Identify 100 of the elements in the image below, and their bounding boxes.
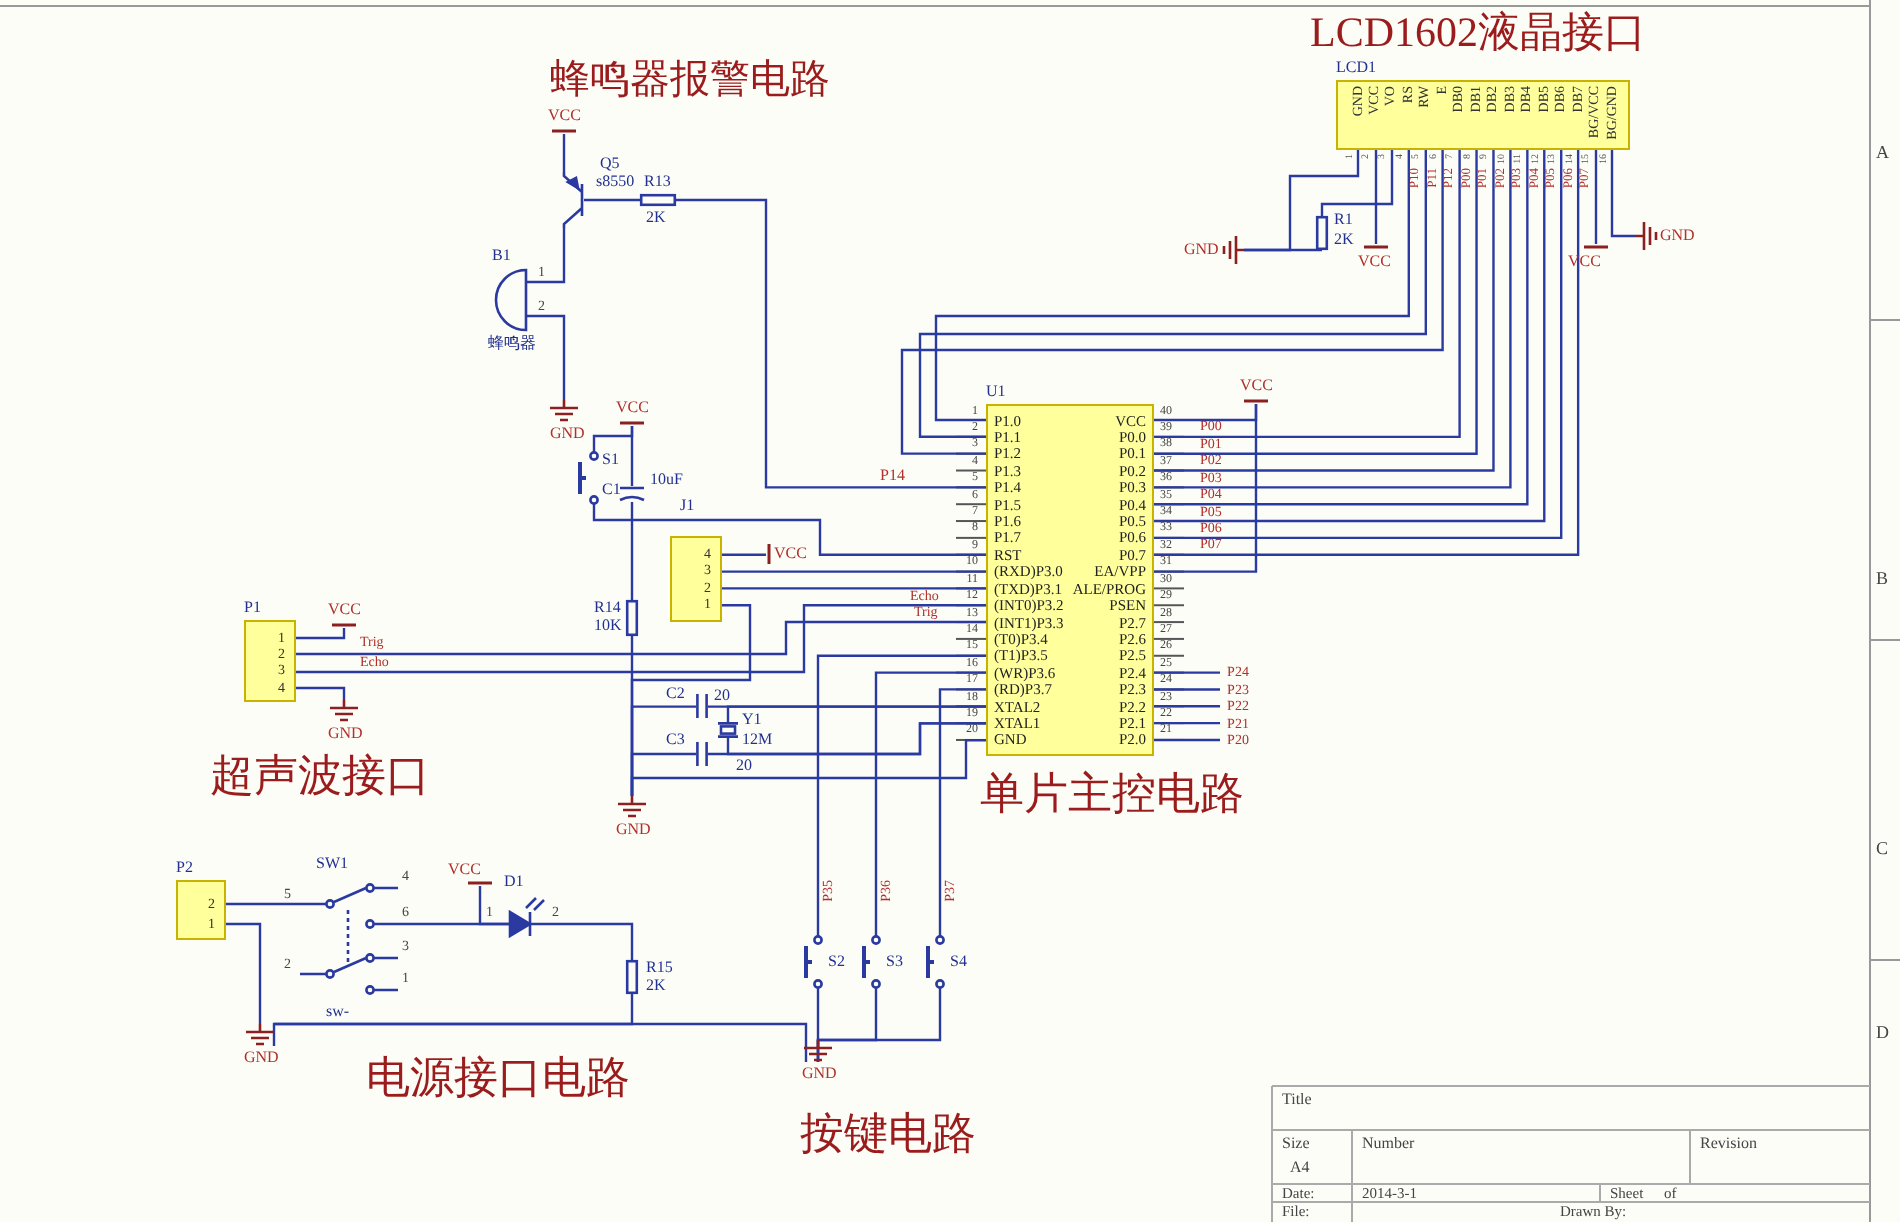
section-title: 电源接口电路	[366, 1056, 630, 1100]
power-rail-symbol	[620, 420, 644, 426]
push-button-symbol	[804, 936, 824, 988]
wire	[296, 686, 346, 700]
component-label: R1	[1334, 212, 1353, 228]
component-label: S2	[828, 954, 845, 970]
power-label: VCC	[548, 108, 581, 124]
component-label: S3	[886, 954, 903, 970]
zone-letter: A	[1876, 144, 1889, 162]
lcd-connector	[1336, 80, 1630, 150]
power-label: GND	[802, 1066, 837, 1082]
component-label: R14	[594, 600, 621, 616]
net-label: P14	[880, 468, 905, 484]
power-label: GND	[616, 822, 651, 838]
power-label: VCC	[1358, 254, 1391, 270]
component-label: S1	[602, 452, 619, 468]
push-button-symbol	[578, 452, 600, 504]
power-rail-symbol	[766, 544, 772, 564]
ground-symbol	[618, 796, 646, 818]
wire	[1154, 705, 1220, 708]
wire	[272, 994, 634, 1046]
wire	[722, 587, 986, 590]
led-symbol	[510, 896, 546, 936]
wire	[676, 198, 986, 489]
component-label: C2	[666, 686, 685, 702]
ground-symbol	[550, 400, 578, 422]
power-rail-symbol	[332, 622, 356, 628]
wire	[722, 553, 766, 556]
wire	[296, 604, 986, 674]
resistor-symbol	[626, 960, 638, 994]
zone-letter: B	[1876, 570, 1889, 588]
wire	[722, 570, 986, 573]
section-title: 单片主控电路	[980, 772, 1244, 816]
power-label: VCC	[616, 400, 649, 416]
section-title: 按键电路	[800, 1112, 976, 1156]
title-block-text: Size	[1282, 1136, 1310, 1152]
wire	[562, 134, 566, 172]
wire	[630, 739, 986, 796]
ground-symbol	[804, 1040, 832, 1062]
component-label: C3	[666, 732, 685, 748]
push-button-symbol	[926, 936, 946, 988]
wire	[938, 688, 986, 936]
wire	[874, 671, 986, 936]
component-value: 20	[736, 758, 752, 774]
wire	[226, 922, 262, 1024]
wire	[1320, 150, 1394, 216]
power-label: GND	[328, 726, 363, 742]
ground-symbol	[330, 700, 358, 722]
buzzer-symbol	[496, 270, 526, 330]
component-label: C1	[602, 482, 621, 498]
wire	[1374, 150, 1378, 244]
toggle-switch-symbol	[300, 880, 398, 996]
crystal-symbol	[718, 722, 738, 738]
component-value: 20	[714, 688, 730, 704]
component-label: SW1	[316, 856, 348, 872]
component-label: J1	[680, 498, 695, 514]
wire	[584, 198, 640, 202]
wire	[526, 228, 566, 284]
title-block-text: A4	[1290, 1160, 1310, 1176]
wire	[1154, 404, 1258, 573]
wire	[816, 654, 986, 936]
zone-letter: D	[1876, 1024, 1889, 1042]
wire	[1154, 671, 1220, 674]
wire	[726, 705, 986, 722]
ground-symbol	[246, 1024, 274, 1046]
push-button-symbol	[862, 936, 882, 988]
wire	[630, 502, 634, 600]
power-label: GND	[1660, 228, 1695, 244]
resistor-symbol	[626, 600, 638, 636]
component-label: U1	[986, 384, 1006, 400]
component-label: S4	[950, 954, 967, 970]
wire	[1154, 721, 1220, 725]
wire	[1154, 688, 1220, 691]
power-label: GND	[550, 426, 585, 442]
transistor-symbol	[560, 172, 584, 228]
component-value: 2K	[646, 978, 666, 994]
power-label: VCC	[328, 602, 361, 618]
section-title: LCD1602液晶接口	[1310, 12, 1646, 54]
wire	[816, 988, 942, 1062]
power-label: VCC	[1240, 378, 1273, 394]
component-value: 2K	[646, 210, 666, 226]
component-value: 10K	[594, 618, 622, 634]
wire	[1594, 150, 1598, 244]
power-rail-symbol	[468, 880, 492, 886]
wire	[1154, 738, 1220, 742]
component-value: s8550	[596, 174, 635, 190]
component-label: P1	[244, 600, 261, 616]
section-title: 蜂鸣器报警电路	[550, 60, 830, 100]
resistor-symbol	[640, 194, 676, 206]
wire	[478, 886, 510, 926]
title-block-text: Title	[1282, 1092, 1312, 1108]
title-block-text: Revision	[1700, 1136, 1757, 1152]
power-rail-symbol	[1364, 244, 1388, 250]
capacitor-symbol	[696, 694, 708, 718]
component-label: R13	[644, 174, 671, 190]
resistor-symbol	[1316, 216, 1328, 250]
zone-letter: C	[1876, 840, 1889, 858]
power-label: GND	[244, 1050, 279, 1066]
capacitor-symbol	[620, 486, 644, 502]
wire	[592, 504, 986, 556]
